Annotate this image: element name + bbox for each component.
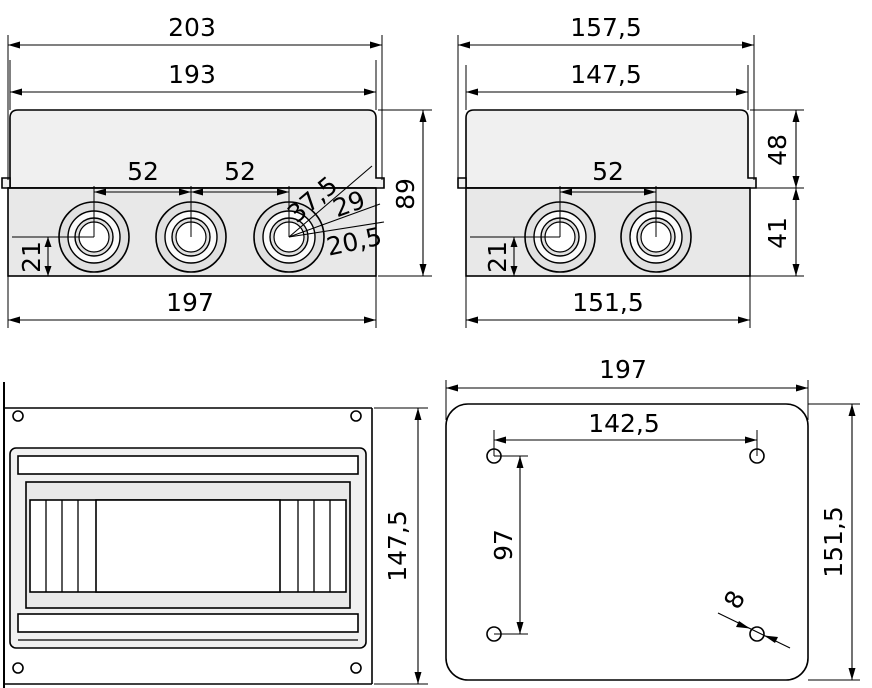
side-width-base: 151,5 <box>572 288 644 317</box>
side-base <box>465 187 751 277</box>
front-height-total: 89 <box>391 178 420 210</box>
back-view: 197 142,5 97 151,5 8 <box>445 355 860 681</box>
side-base-height: 41 <box>763 217 792 249</box>
side-lid <box>465 109 757 189</box>
back-height: 151,5 <box>819 506 848 578</box>
panel-view: 147,5 <box>3 382 428 688</box>
front-width-lid: 193 <box>168 60 216 89</box>
front-hole-spacing-1: 52 <box>127 157 159 186</box>
side-lid-height: 48 <box>763 134 792 166</box>
front-width-base: 197 <box>166 288 214 317</box>
back-width: 197 <box>599 355 647 384</box>
back-plate <box>445 403 809 681</box>
side-hole-center-height: 21 <box>483 241 512 273</box>
front-width-overall: 203 <box>168 13 216 42</box>
front-lid <box>9 109 385 189</box>
side-view: 157,5 147,5 52 48 41 21 <box>457 13 804 328</box>
side-width-lid: 147,5 <box>570 60 642 89</box>
side-hole-spacing: 52 <box>592 157 624 186</box>
front-hole-spacing-2: 52 <box>224 157 256 186</box>
front-view: 203 193 52 52 37,5 29 20,5 89 <box>1 13 432 328</box>
back-hole-spacing-y: 97 <box>489 529 518 561</box>
front-hole-center-height: 21 <box>17 241 46 273</box>
back-hole-spacing-x: 142,5 <box>588 409 660 438</box>
side-width-overall: 157,5 <box>570 13 642 42</box>
panel-height: 147,5 <box>383 510 412 582</box>
